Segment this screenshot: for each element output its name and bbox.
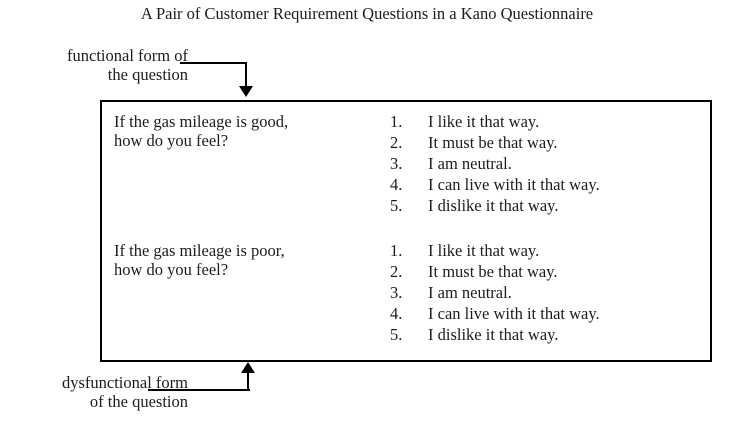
answer-number: 5. [390,196,403,215]
answer-number: 5. [390,325,403,344]
answers-cell-functional: 1. I like it that way. 2. It must be tha… [390,102,710,231]
functional-leader-line-horizontal [180,62,247,64]
answer-number: 4. [390,175,403,194]
answer-text: I can live with it that way. [428,175,600,194]
figure-title: A Pair of Customer Requirement Questions… [140,4,594,23]
question-line-2: how do you feel? [114,260,229,279]
question-cell-functional: If the gas mileage is good, how do you f… [102,102,390,231]
list-item: 5. I dislike it that way. [390,195,710,216]
question-text-functional: If the gas mileage is good, how do you f… [102,102,390,150]
answer-text: I dislike it that way. [428,196,559,215]
dysfunctional-arrow-up-icon [241,362,255,373]
list-item: 2. It must be that way. [390,261,710,282]
table-row: If the gas mileage is poor, how do you f… [102,231,710,360]
answer-number: 3. [390,154,403,173]
answer-number: 2. [390,262,403,281]
question-cell-dysfunctional: If the gas mileage is poor, how do you f… [102,231,390,360]
answer-number: 1. [390,241,403,260]
answer-number: 1. [390,112,403,131]
list-item: 3. I am neutral. [390,282,710,303]
functional-arrow-down-icon [239,86,253,97]
list-item: 5. I dislike it that way. [390,324,710,345]
answer-text: I am neutral. [428,154,512,173]
answer-text: It must be that way. [428,133,558,152]
functional-form-label-line1: functional form of [67,46,188,65]
question-line-1: If the gas mileage is good, [114,112,289,131]
answer-text: I can live with it that way. [428,304,600,323]
answer-number: 4. [390,304,403,323]
answer-number: 2. [390,133,403,152]
answer-list-dysfunctional: 1. I like it that way. 2. It must be tha… [390,231,710,345]
dysfunctional-leader-line-horizontal [148,389,250,391]
list-item: 2. It must be that way. [390,132,710,153]
dysfunctional-form-label-line1: dysfunctional form [61,373,188,392]
dysfunctional-leader-line-vertical [247,372,249,390]
list-item: 4. I can live with it that way. [390,174,710,195]
answer-text: It must be that way. [428,262,558,281]
answer-text: I like it that way. [428,112,540,131]
answers-cell-dysfunctional: 1. I like it that way. 2. It must be tha… [390,231,710,360]
question-text-dysfunctional: If the gas mileage is poor, how do you f… [102,231,390,279]
dysfunctional-form-label: dysfunctional form of the question [4,373,188,411]
answer-text: I like it that way. [428,241,540,260]
list-item: 4. I can live with it that way. [390,303,710,324]
functional-form-label-line2: the question [107,65,188,84]
kano-questionnaire-table: If the gas mileage is good, how do you f… [100,100,712,362]
functional-leader-line-vertical [245,62,247,88]
questionnaire-grid: If the gas mileage is good, how do you f… [102,102,710,360]
table-row: If the gas mileage is good, how do you f… [102,102,710,231]
questionnaire-grid-body: If the gas mileage is good, how do you f… [102,102,710,360]
list-item: 1. I like it that way. [390,111,710,132]
functional-form-label: functional form of the question [8,46,188,84]
dysfunctional-form-label-line2: of the question [89,392,188,411]
list-item: 1. I like it that way. [390,240,710,261]
answer-text: I am neutral. [428,283,512,302]
list-item: 3. I am neutral. [390,153,710,174]
answer-text: I dislike it that way. [428,325,559,344]
answer-number: 3. [390,283,403,302]
answer-list-functional: 1. I like it that way. 2. It must be tha… [390,102,710,216]
question-line-1: If the gas mileage is poor, [114,241,285,260]
question-line-2: how do you feel? [114,131,229,150]
